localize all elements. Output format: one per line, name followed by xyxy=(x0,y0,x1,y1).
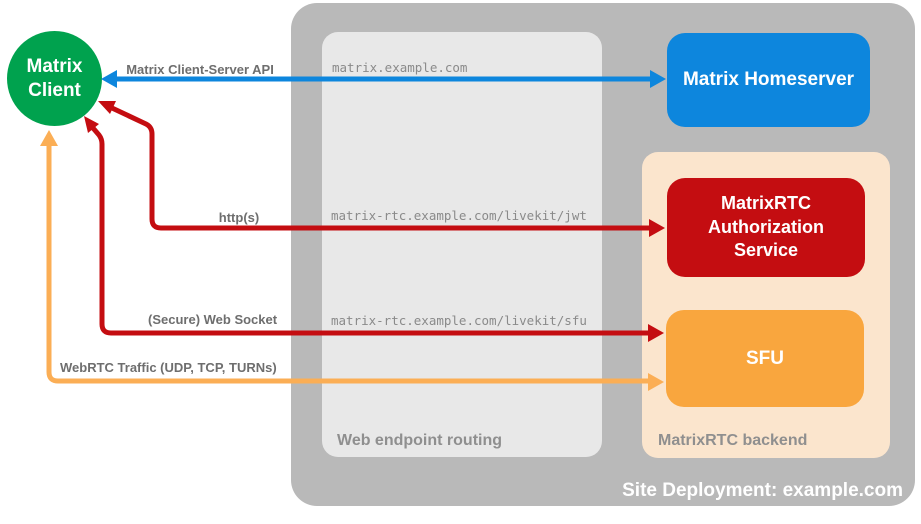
web-endpoint-routing-label: Web endpoint routing xyxy=(337,432,503,449)
web-endpoint-routing-container: Web endpoint routing xyxy=(322,32,602,457)
matrixrtc-auth-service-node: MatrixRTC Authorization Service xyxy=(667,178,865,277)
site-deployment-label: Site Deployment: example.com xyxy=(622,480,903,501)
matrix-homeserver-label: Matrix Homeserver xyxy=(682,69,855,90)
matrix-client-label: Matrix Client xyxy=(26,55,83,101)
sfu-node: SFU xyxy=(666,310,864,407)
matrixrtc-backend-label: MatrixRTC backend xyxy=(658,432,808,449)
client-server-api-arrow-label: Matrix Client-Server API xyxy=(126,62,274,77)
matrix-client-node: Matrix Client xyxy=(7,31,102,126)
sfu-label: SFU xyxy=(746,347,784,369)
endpoint-url-sfu: matrix-rtc.example.com/livekit/sfu xyxy=(331,313,587,328)
websocket-arrow-label: (Secure) Web Socket xyxy=(148,312,278,327)
endpoint-url-homeserver: matrix.example.com xyxy=(332,60,468,75)
endpoint-url-jwt: matrix-rtc.example.com/livekit/jwt xyxy=(331,208,587,223)
matrixrtc-auth-service-label: MatrixRTC Authorization Service xyxy=(708,193,824,261)
matrix-homeserver-node: Matrix Homeserver xyxy=(667,33,870,127)
https-arrow-label: http(s) xyxy=(218,210,260,225)
webrtc-arrow-label: WebRTC Traffic (UDP, TCP, TURNs) xyxy=(60,360,277,375)
